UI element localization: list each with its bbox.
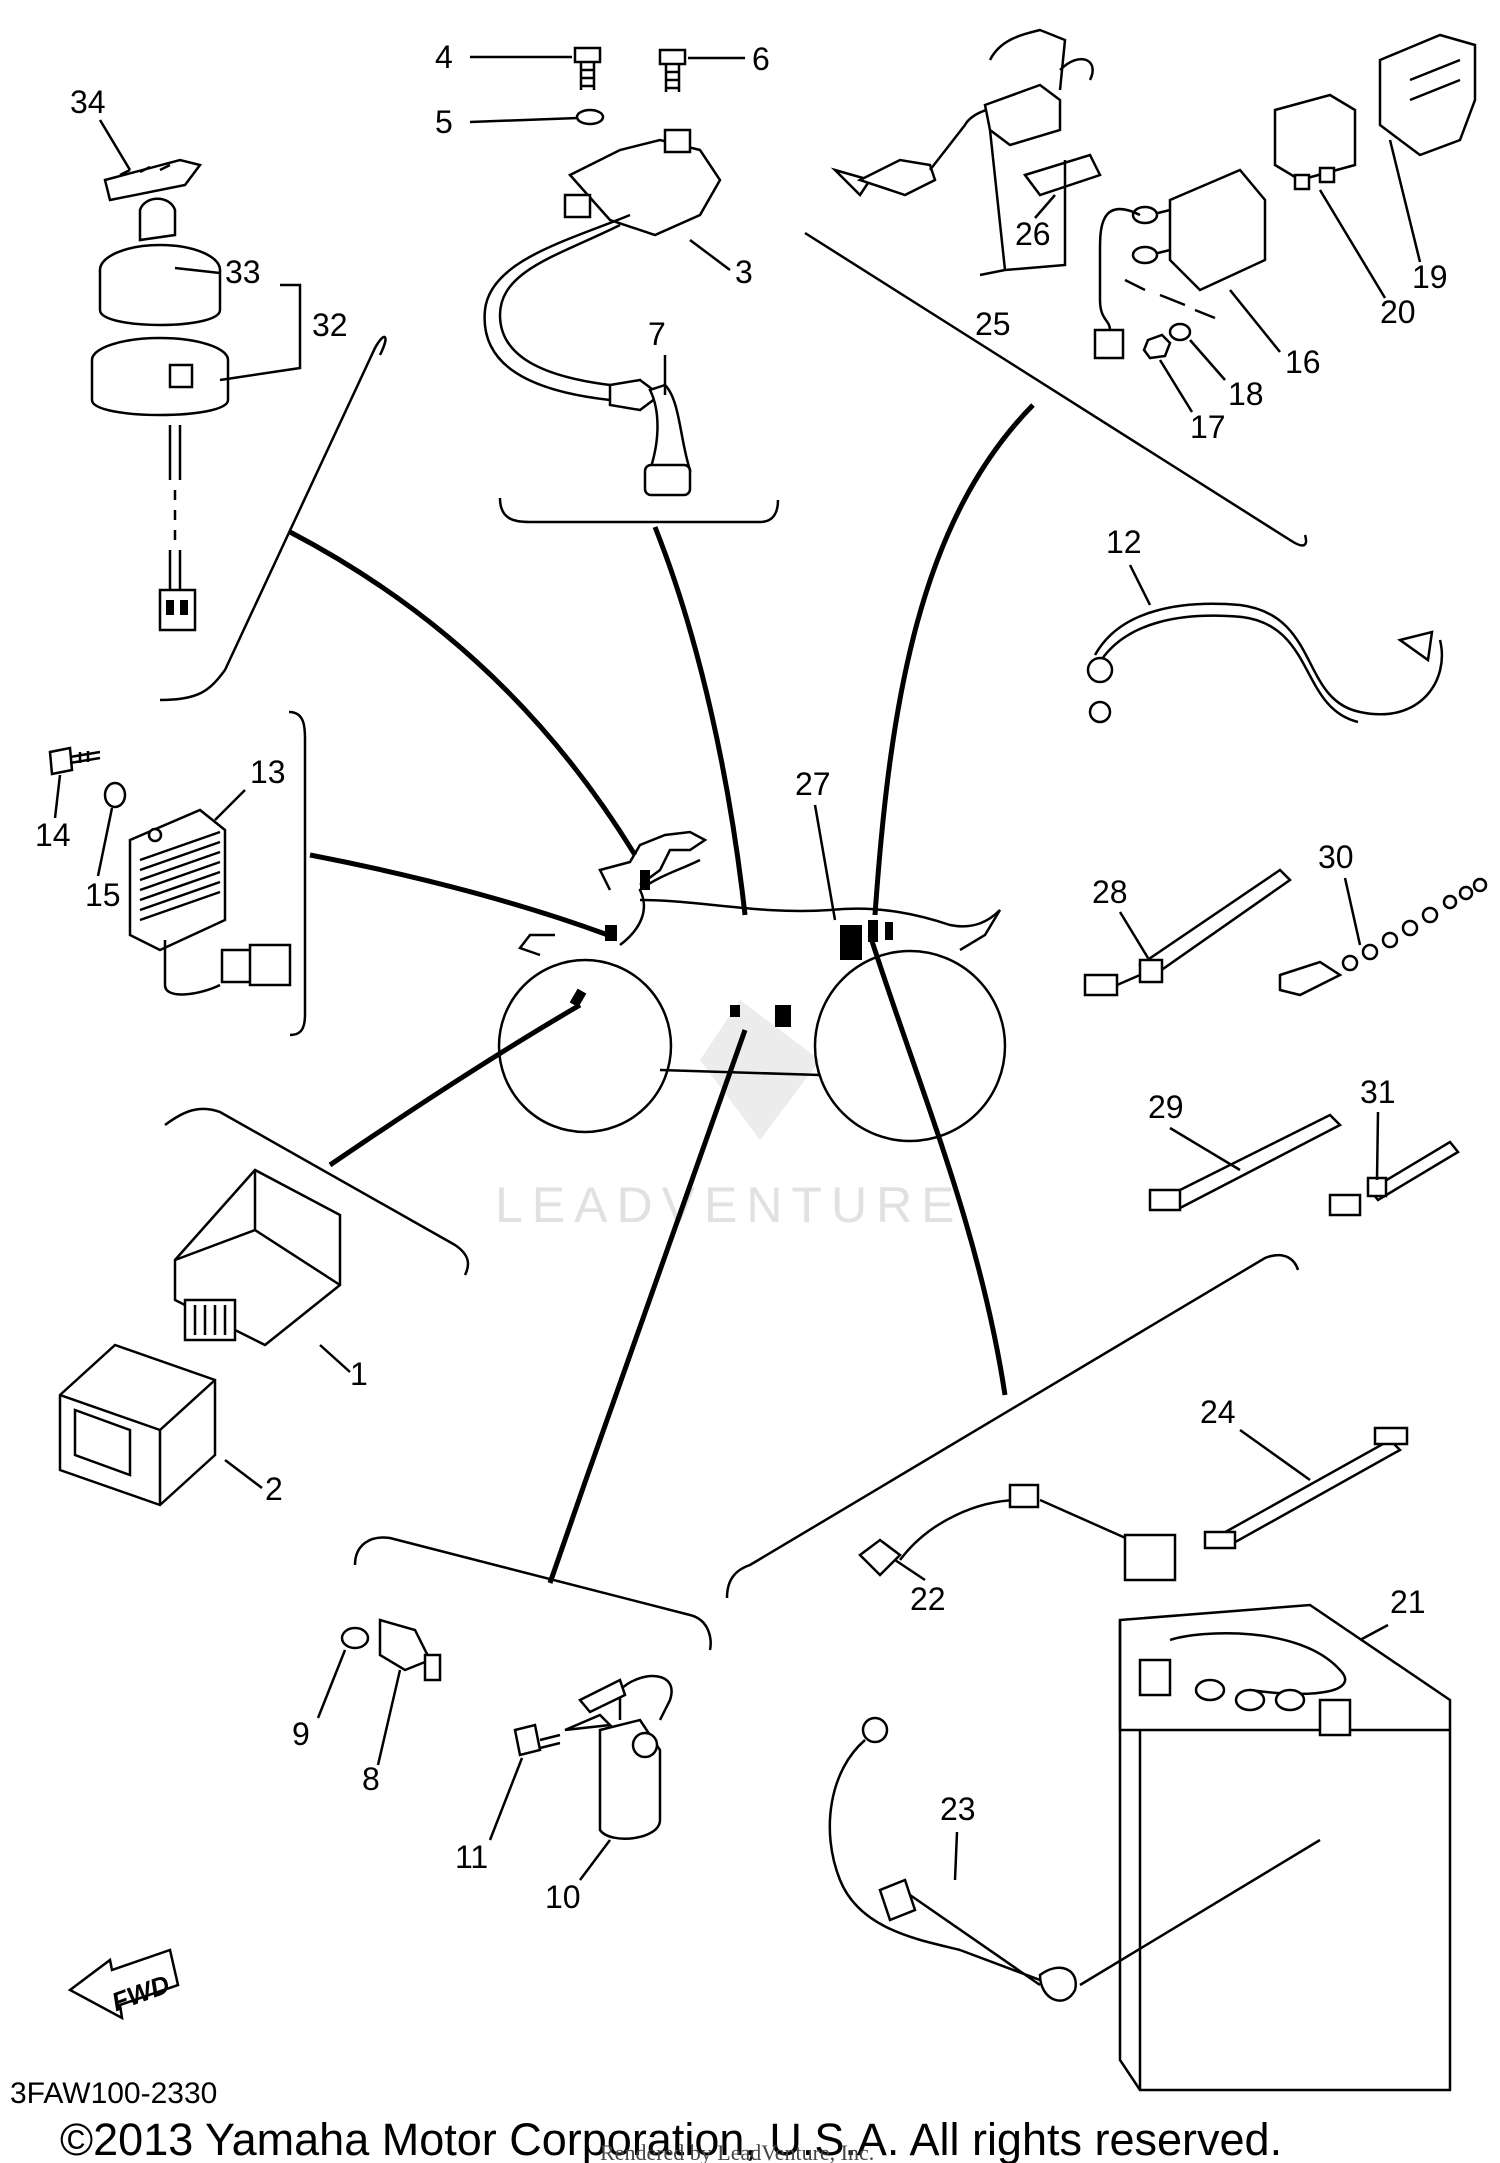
callout-24: 24 — [1200, 1394, 1236, 1430]
callout-22: 22 — [910, 1581, 946, 1617]
callout-labels: 1 2 3 4 5 6 7 8 9 10 11 12 13 14 15 16 1… — [35, 39, 1448, 1915]
rectifier-regulator-assembly — [48, 746, 292, 996]
callout-19: 19 — [1412, 259, 1448, 295]
callout-27: 27 — [795, 766, 831, 802]
lead-wire-12 — [1086, 602, 1444, 724]
callout-20: 20 — [1380, 294, 1416, 330]
callout-26: 26 — [1015, 216, 1051, 252]
callout-6: 6 — [752, 41, 770, 77]
callout-23: 23 — [940, 1791, 976, 1827]
bracket-lines — [159, 231, 1308, 1651]
callout-5: 5 — [435, 104, 453, 140]
copyright-notice: ©2013 Yamaha Motor Corporation, U.S.A. A… — [60, 2114, 1282, 2163]
callout-13: 13 — [250, 754, 286, 790]
callout-29: 29 — [1148, 1089, 1184, 1125]
callout-30: 30 — [1318, 839, 1354, 875]
callout-3: 3 — [735, 254, 753, 290]
callout-32: 32 — [312, 307, 348, 343]
callout-4: 4 — [435, 39, 453, 75]
bands-and-clamps — [1083, 868, 1488, 1217]
callout-16: 16 — [1285, 344, 1321, 380]
callout-31: 31 — [1360, 1074, 1396, 1110]
chain-30 — [1278, 877, 1488, 997]
ignition-coil-assembly — [483, 46, 722, 497]
watermark-text: LEADVENTURE — [495, 1177, 964, 1233]
starter-relay-assembly — [830, 28, 1477, 360]
callout-7: 7 — [648, 316, 666, 352]
callout-28: 28 — [1092, 874, 1128, 910]
neutral-switch-assembly — [340, 1618, 673, 1840]
callout-17: 17 — [1190, 409, 1226, 445]
callout-10: 10 — [545, 1879, 581, 1915]
drawing-code: 3FAW100-2330 — [10, 2077, 217, 2110]
callout-25: 25 — [975, 306, 1011, 342]
rendered-by-notice: Rendered by LeadVenture, Inc. — [600, 2140, 874, 2163]
main-switch-assembly — [90, 158, 230, 632]
battery-assembly — [828, 1426, 1452, 2092]
fwd-direction-badge: FWD — [67, 1948, 180, 2021]
leader-lines — [288, 403, 1035, 1584]
callout-11: 11 — [455, 1839, 488, 1875]
callout-1: 1 — [350, 1356, 368, 1392]
callout-33: 33 — [225, 254, 261, 290]
callout-12: 12 — [1106, 524, 1142, 560]
callout-14: 14 — [35, 817, 71, 853]
callout-2: 2 — [265, 1471, 283, 1507]
callout-34: 34 — [70, 84, 106, 120]
callout-9: 9 — [292, 1716, 310, 1752]
cdi-unit-assembly — [58, 1168, 342, 1507]
callout-21: 21 — [1390, 1584, 1426, 1620]
watermark: LEADVENTURE — [495, 1000, 964, 1233]
callout-15: 15 — [85, 877, 121, 913]
callout-8: 8 — [362, 1761, 380, 1797]
callout-18: 18 — [1228, 376, 1264, 412]
